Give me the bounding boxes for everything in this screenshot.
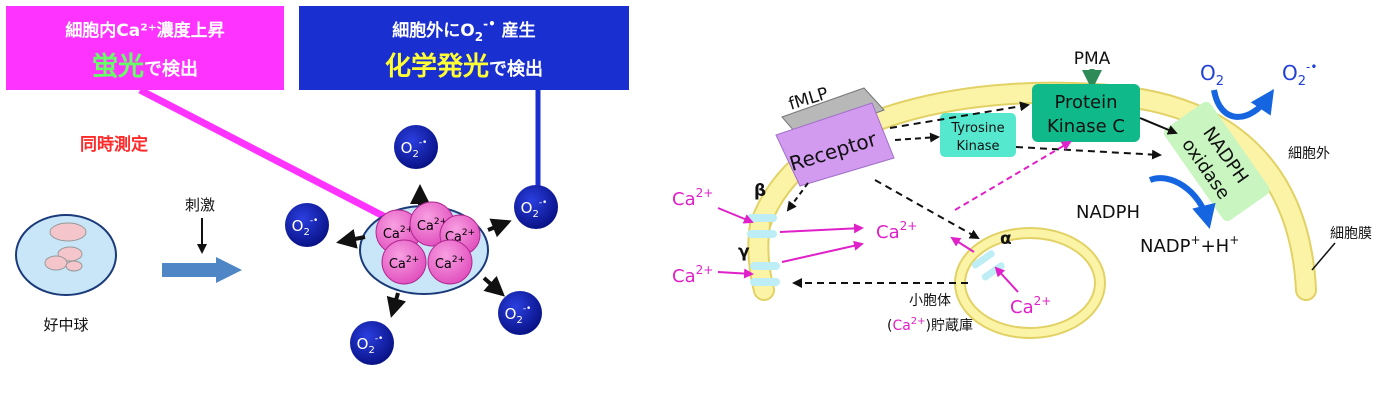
chemiluminescence-box-line2: 化学発光で検出: [385, 51, 543, 82]
chemiluminescence-box-bg: [299, 6, 629, 90]
store-label-line1: 小胞体: [909, 293, 951, 309]
ca-extracellular-label-1: Ca2+: [672, 186, 713, 210]
tyrosine-kinase-line2: Kinase: [956, 139, 999, 154]
nadph-conversion-arrow: [1148, 175, 1216, 229]
channel-gamma: [750, 278, 780, 286]
granule: [57, 246, 83, 262]
stimulus-arrow-shaft: [162, 263, 218, 277]
fluorescence-box: 細胞内Ca²⁺濃度上昇 蛍光で検出: [6, 6, 284, 90]
svg-text:Ca2+: Ca2+: [435, 255, 465, 272]
nadph-label: NADPH: [1076, 202, 1140, 223]
alpha-label: α: [1000, 229, 1012, 249]
ca-ball: Ca2+: [427, 239, 473, 285]
ca-influx-beta-arrow: [717, 207, 754, 224]
store-release-arrow: [994, 266, 1019, 293]
svg-text:O2-•: O2-•: [292, 216, 319, 238]
alpha-to-cytosol-arrow: [950, 236, 975, 253]
stimulus-arrow-head: [216, 257, 242, 283]
chemiluminescence-box-line1: 細胞外にO2-• 産生: [392, 17, 535, 44]
gamma-label: γ: [738, 242, 750, 262]
pma-label: PMA: [1074, 49, 1111, 69]
store-label-line2: (Ca2+)貯蔵庫: [887, 316, 973, 334]
release-arrow-left: [336, 229, 366, 249]
beta-to-cytosol-arrow: [779, 223, 864, 234]
nadph-oxidase-box: [1164, 101, 1270, 221]
channel-alpha: [981, 262, 1005, 281]
ca-ball-group: Ca2+ Ca2+ Ca2+ Ca2+ Ca2+: [375, 201, 481, 285]
fluorescence-box-line2: 蛍光で検出: [92, 52, 198, 82]
neutrophil-label: 好中球: [43, 316, 88, 334]
channel-beta: [747, 214, 777, 222]
o2-radical-ball: O2-•: [350, 321, 394, 365]
membrane-label-pointer: [1311, 242, 1336, 271]
svg-text:Ca2+: Ca2+: [383, 225, 413, 242]
simultaneous-label: 同時測定: [80, 134, 148, 155]
o2-radical-ball: O2-•: [285, 203, 329, 247]
fluorescence-box-line1: 細胞内Ca²⁺濃度上昇: [65, 20, 224, 41]
receptor-to-alpha-arrow: [874, 179, 980, 239]
o2-conversion-arrow: [1211, 89, 1274, 120]
channel-gamma: [750, 262, 780, 270]
pkc-label-line1: Protein: [1054, 92, 1117, 113]
release-arrow-down-right: [482, 275, 505, 297]
nadp-label: NADP++H+: [1140, 233, 1239, 257]
pkc-label-line2: Kinase C: [1047, 116, 1125, 137]
pkc-to-oxidase-arrow: [1139, 117, 1178, 135]
fluorescence-connector: [138, 86, 397, 226]
ca-extracellular-label-2: Ca2+: [672, 263, 713, 287]
ca-influx-gamma-arrow: [717, 268, 754, 279]
tyrosine-kinase-box: [940, 113, 1016, 157]
release-arrow-down-left: [386, 292, 407, 318]
resting-neutrophil: [15, 214, 117, 296]
ca-to-pkc-arrow: [954, 140, 1072, 211]
o2-radical-ball: O2-•: [394, 125, 438, 169]
o2-radical-ball: O2-•: [514, 185, 558, 229]
ca-store-label: Ca2+: [1010, 294, 1051, 318]
o2-radical-label: O2-•: [1282, 60, 1317, 89]
receptor-to-beta-arrow: [786, 182, 809, 212]
svg-text:O2-•: O2-•: [505, 304, 532, 326]
svg-text:Ca2+: Ca2+: [389, 255, 419, 272]
tyrosine-kinase-line1: Tyrosine: [950, 121, 1004, 136]
beta-label: β: [754, 181, 766, 201]
granule: [65, 260, 83, 272]
pkc-box: [1032, 84, 1140, 142]
o2-radical-ball: O2-•: [498, 291, 542, 335]
extracellular-label: 細胞外: [1288, 146, 1330, 162]
o2-label: O2: [1200, 61, 1224, 89]
granule: [44, 255, 68, 271]
release-arrow-right: [487, 218, 512, 238]
ca-ball: Ca2+: [381, 239, 427, 285]
channel-alpha: [971, 250, 995, 269]
er-store: [956, 229, 1104, 337]
receptor-body: [775, 102, 895, 187]
nadph-oxidase: NADPH oxidase: [1164, 101, 1270, 221]
svg-text:O2-•: O2-•: [401, 138, 428, 160]
tyrosine-to-oxidase-arrow: [1015, 146, 1162, 160]
granule: [49, 222, 87, 242]
channel-beta: [747, 230, 777, 238]
chemiluminescence-box: 細胞外にO2-• 産生 化学発光で検出: [299, 6, 629, 90]
stimulus-label: 刺激: [185, 196, 215, 214]
svg-text:O2-•: O2-•: [521, 198, 548, 220]
ca-cytosol-label: Ca2+: [876, 219, 917, 243]
svg-text:O2-•: O2-•: [357, 334, 384, 356]
receptor-to-tyrosine-arrow: [894, 132, 940, 143]
gamma-to-cytosol-arrow: [781, 240, 864, 263]
membrane-label: 細胞膜: [1330, 226, 1372, 242]
fluorescence-box-bg: [6, 6, 284, 90]
svg-text:Ca2+: Ca2+: [417, 217, 447, 234]
